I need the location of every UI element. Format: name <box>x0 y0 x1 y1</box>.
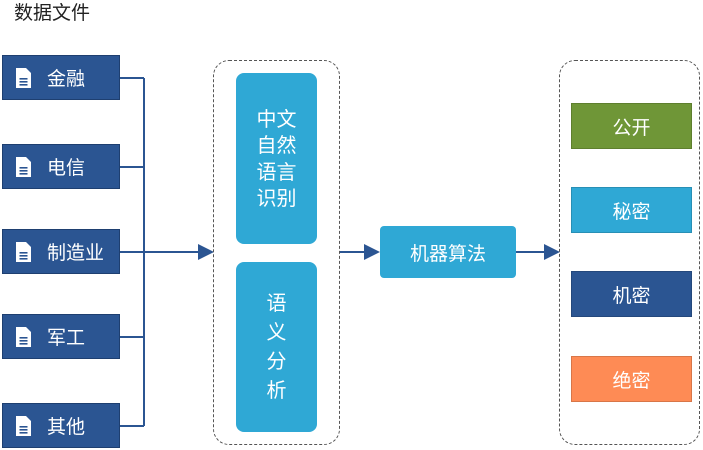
document-icon <box>16 326 31 347</box>
algorithm-label: 机器算法 <box>409 242 486 265</box>
source-label: 军工 <box>47 327 86 349</box>
document-icon <box>16 415 31 436</box>
processing-group <box>213 60 340 445</box>
output-secret-box: 秘密 <box>571 187 692 233</box>
source-label: 金融 <box>47 68 86 90</box>
chinese-nlp-box: 中文自然语言识别 <box>236 73 317 244</box>
output-public-box: 公开 <box>571 103 692 149</box>
classification-group <box>559 60 700 445</box>
output-top-secret-box: 绝密 <box>571 356 692 402</box>
source-finance-box: 金融 <box>2 55 120 100</box>
output-label: 秘密 <box>612 200 651 223</box>
source-military-box: 军工 <box>2 314 120 359</box>
process-label: 中文自然语言识别 <box>256 106 297 210</box>
output-label: 公开 <box>612 116 651 139</box>
source-telecom-box: 电信 <box>2 144 120 189</box>
source-manufacturing-box: 制造业 <box>2 229 120 274</box>
source-label: 其他 <box>47 416 86 438</box>
process-label: 语义分析 <box>266 291 287 402</box>
output-label: 机密 <box>612 284 651 307</box>
document-icon <box>16 67 31 88</box>
document-icon <box>16 241 31 262</box>
source-label: 制造业 <box>47 242 105 264</box>
source-other-box: 其他 <box>2 403 120 448</box>
output-label: 绝密 <box>612 369 651 392</box>
semantic-analysis-box: 语义分析 <box>236 262 317 432</box>
output-confidential-box: 机密 <box>571 271 692 317</box>
machine-algorithm-box: 机器算法 <box>380 226 516 278</box>
diagram-title: 数据文件 <box>14 2 91 24</box>
document-icon <box>16 156 31 177</box>
source-label: 电信 <box>47 157 86 179</box>
